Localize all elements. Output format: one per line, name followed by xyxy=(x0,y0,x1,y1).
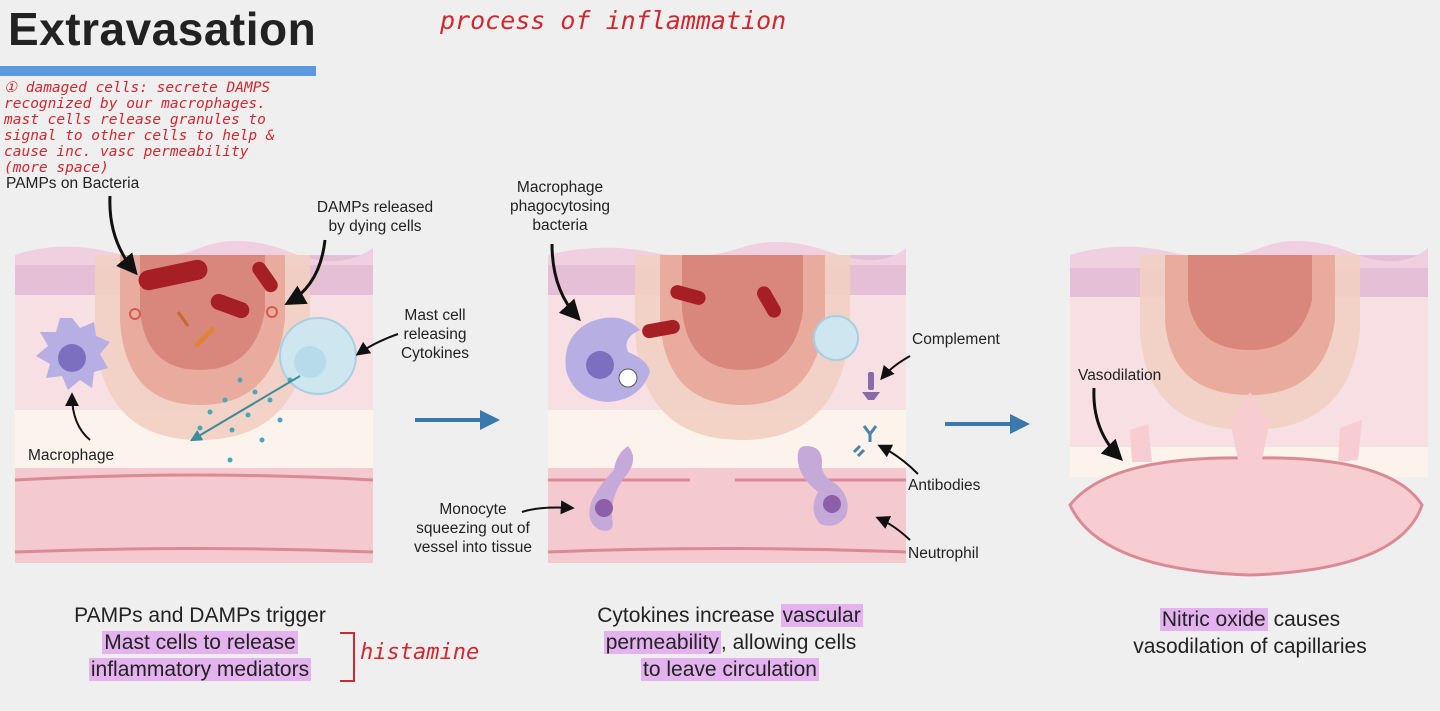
handwritten-histamine: histamine xyxy=(360,640,480,665)
label-macrophage: Macrophage xyxy=(28,447,115,464)
label-macro-line2: phagocytosing xyxy=(510,198,610,215)
label-mono-line1: Monocyte xyxy=(439,501,507,518)
macrophage-phago-pointer-arrow xyxy=(550,243,581,322)
macrophage-cell-2 xyxy=(565,317,650,402)
panel-2-tissue xyxy=(547,241,907,563)
caption-1-highlight1: Mast cells to release xyxy=(102,631,298,654)
caption-panel-3: Nitric oxide causes vasodilation of capi… xyxy=(1085,606,1415,660)
label-mast-line1: Mast cell xyxy=(404,307,466,324)
caption-2-highlight1: vascular xyxy=(780,604,863,627)
label-mono-line3: vessel into tissue xyxy=(413,539,533,556)
label-macrophage-phagocytosing: Macrophage phagocytosing bacteria xyxy=(490,178,630,235)
neutrophil-pointer-arrow xyxy=(875,516,911,541)
caption-3-rest: causes xyxy=(1267,608,1341,631)
handwritten-title: process of inflammation xyxy=(440,6,787,35)
caption-panel-2: Cytokines increase vascular permeability… xyxy=(545,602,915,683)
label-damps-released: DAMPs released by dying cells xyxy=(295,198,455,236)
label-mast-cell: Mast cell releasing Cytokines xyxy=(390,306,480,363)
title-underline-bar xyxy=(0,66,316,76)
macrophage-cell-1 xyxy=(36,318,110,390)
neutrophil-cell xyxy=(797,446,848,526)
dilated-capillary xyxy=(1068,392,1424,577)
label-mast-line3: Cytokines xyxy=(400,345,470,362)
label-vasodilation: Vasodilation xyxy=(1078,367,1162,384)
cytokine-direction-arrow xyxy=(189,375,301,442)
label-monocyte: Monocyte squeezing out of vessel into ti… xyxy=(398,500,548,557)
histamine-bracket xyxy=(340,632,355,682)
label-macro-line1: Macrophage xyxy=(516,179,604,196)
damps-pointer-arrow xyxy=(284,239,327,306)
antibodies-pointer-arrow xyxy=(877,444,919,475)
label-macro-line3: bacteria xyxy=(532,217,588,234)
caption-2-mid: , allowing cells xyxy=(720,631,857,654)
caption-panel-1: PAMPs and DAMPs trigger Mast cells to re… xyxy=(20,602,380,683)
complement-protein xyxy=(862,372,880,400)
page-title: Extravasation xyxy=(8,3,317,55)
mast-cell-2 xyxy=(813,315,859,361)
mast-cell xyxy=(279,317,357,395)
label-damps-line2: by dying cells xyxy=(328,218,422,235)
caption-2-highlight3: to leave circulation xyxy=(641,658,819,681)
mast-cell-pointer-arrow xyxy=(355,333,399,356)
label-mast-line2: releasing xyxy=(403,326,467,343)
label-antibodies: Antibodies xyxy=(908,477,981,494)
caption-2-highlight2: permeability xyxy=(603,631,721,654)
label-mono-line2: squeezing out of xyxy=(416,520,530,537)
macrophage-pointer-arrow xyxy=(65,392,91,441)
label-neutrophil: Neutrophil xyxy=(908,545,979,562)
monocyte-cell xyxy=(589,446,634,531)
monocyte-pointer-arrow xyxy=(521,500,575,515)
label-pamps-on-bacteria: PAMPs on Bacteria xyxy=(6,175,140,192)
bacteria-group-1 xyxy=(138,259,278,319)
damps-particles xyxy=(129,306,278,348)
caption-1-highlight2: inflammatory mediators xyxy=(88,658,312,681)
label-complement: Complement xyxy=(912,331,1000,348)
caption-3-highlight1: Nitric oxide xyxy=(1159,608,1268,631)
caption-3-line2: vasodilation of capillaries xyxy=(1133,635,1367,658)
caption-1-line1: PAMPs and DAMPs trigger xyxy=(74,604,326,627)
antibody-molecule xyxy=(852,425,878,458)
bacteria-group-2 xyxy=(642,285,781,339)
panel-1-tissue xyxy=(14,240,374,563)
complement-pointer-arrow xyxy=(880,355,911,381)
label-damps-line1: DAMPs released xyxy=(316,199,434,216)
vasodilation-pointer-arrow xyxy=(1092,387,1123,461)
caption-2-pre: Cytokines increase xyxy=(597,604,781,627)
handwritten-note: ① damaged cells: secrete DAMPS recognize… xyxy=(4,80,275,176)
pamps-pointer-arrow xyxy=(108,195,138,276)
panel-3-tissue xyxy=(1070,240,1428,477)
cytokine-dots xyxy=(197,377,293,463)
